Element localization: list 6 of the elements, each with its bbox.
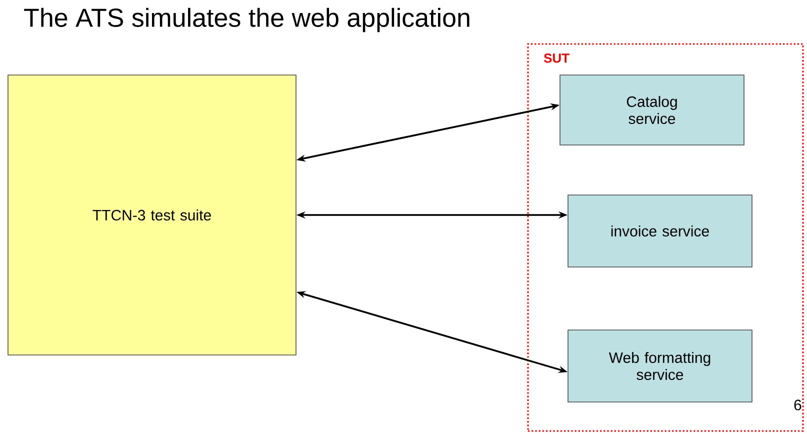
service-box: Catalog service (560, 74, 744, 146)
service-box: invoice service (568, 194, 752, 268)
test-suite-box: TTCN-3 test suite (8, 74, 296, 356)
service-box: Web formatting service (568, 330, 752, 402)
page-number: 6 (794, 400, 802, 410)
title: The ATS simulates the web application (24, 8, 470, 32)
